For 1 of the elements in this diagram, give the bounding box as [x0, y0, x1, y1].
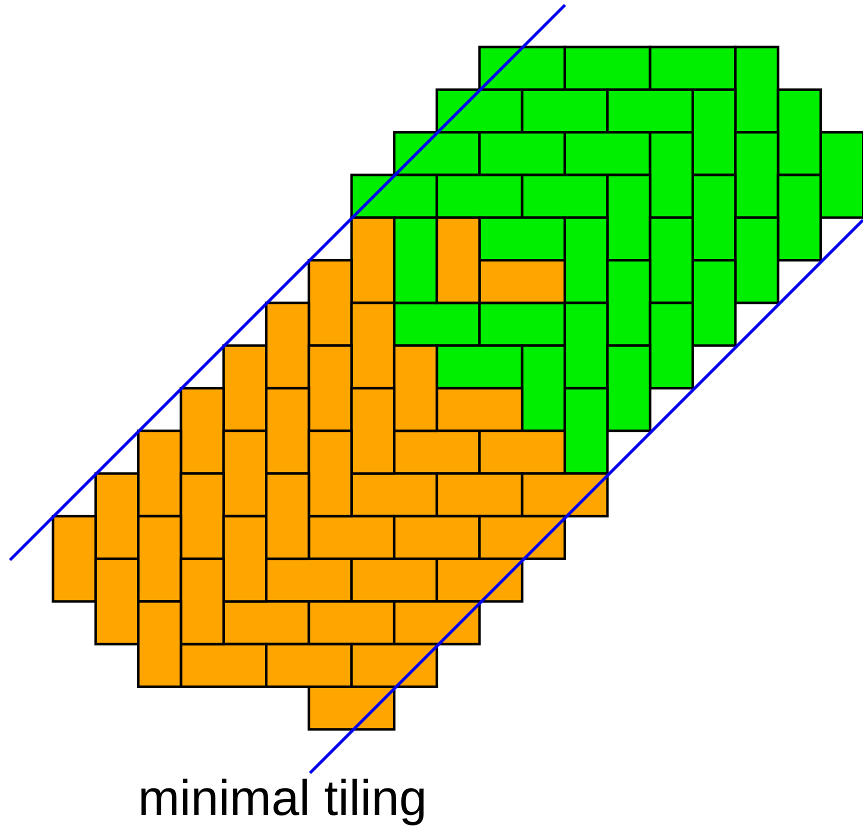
figure-label: minimal tiling — [138, 769, 427, 828]
